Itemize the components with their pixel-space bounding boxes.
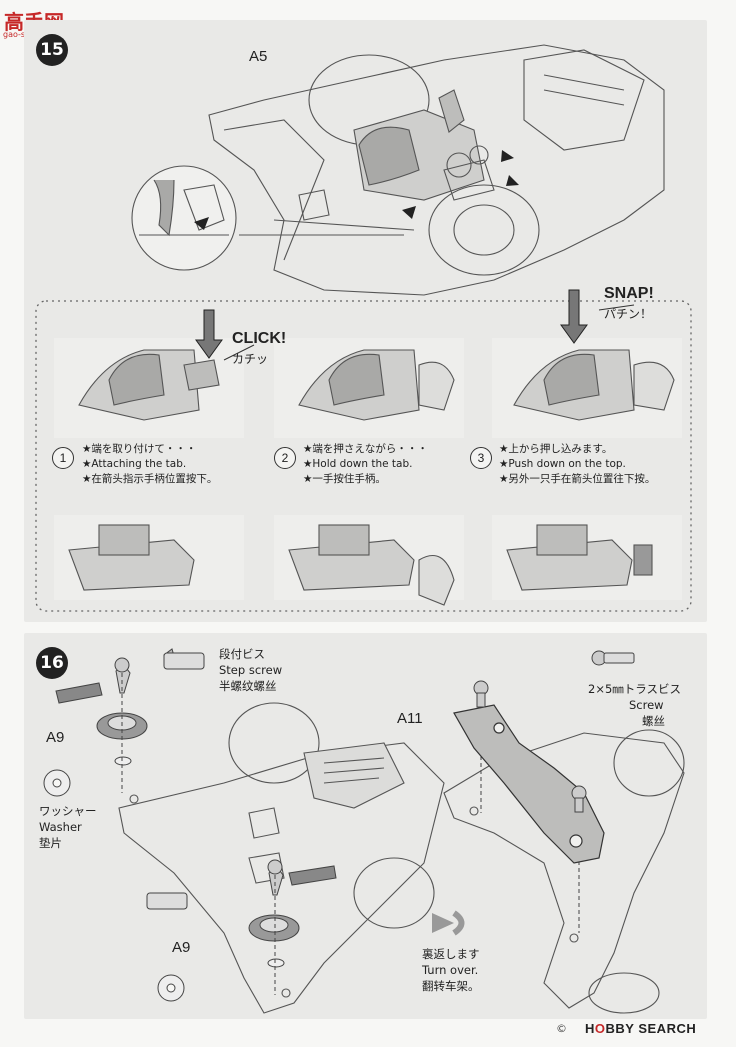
screw-and-a9-parts <box>43 648 337 1002</box>
step-16-badge: 16 <box>36 647 68 679</box>
hobby-search-post: BBY SEARCH <box>605 1021 697 1036</box>
chassis-left-illustration <box>118 702 445 1014</box>
click-label: CLICK! <box>232 330 287 347</box>
click-label-jp: カチッ <box>232 352 269 366</box>
step-16-drawing <box>43 648 685 1014</box>
substep-3-zh: ★另外一只手在箭头位置往下按。 <box>499 473 656 485</box>
step-screw-en: Step screw <box>219 663 283 677</box>
hobby-search-pre: H <box>585 1021 595 1036</box>
substep-2-number: 2 <box>274 447 296 469</box>
step-screw-zh: 半螺纹螺丝 <box>219 679 277 693</box>
substep-1-jp: ★端を取り付けて・・・ <box>82 443 197 455</box>
turn-over-zh: 翻转车架。 <box>422 979 480 993</box>
washer-zh: 垫片 <box>39 836 62 850</box>
substep-1-zh: ★在箭头指示手柄位置按下。 <box>82 473 218 485</box>
part-label-a11: A11 <box>397 710 423 727</box>
turn-over-jp: 裏返します <box>422 947 480 961</box>
copyright-mark: © <box>556 1022 567 1035</box>
part-label-a5: A5 <box>249 48 268 65</box>
snap-label: SNAP! <box>604 285 654 302</box>
turn-over-en: Turn over. <box>422 963 479 977</box>
step-15-panel: 15 A5 CLICK! カチッ SNAP! パチン！ 1 ★端を取り付けて・・… <box>24 20 707 622</box>
hobby-search-logo: HOBBY SEARCH <box>585 1021 696 1036</box>
part-label-a9-top: A9 <box>46 729 65 746</box>
substep-illustrations-top <box>54 338 682 438</box>
snap-label-jp: パチン！ <box>604 307 653 321</box>
turn-over-arrow <box>432 910 465 936</box>
truss-screw-en: Screw <box>629 698 664 712</box>
substep-1-en: ★Attaching the tab. <box>82 458 187 470</box>
washer-jp: ワッシャー <box>39 804 97 818</box>
part-a11-shape <box>453 704 605 864</box>
chassis-illustration <box>208 44 665 296</box>
part-label-a9-bottom: A9 <box>172 939 191 956</box>
chassis-right-illustration <box>443 729 685 1014</box>
substep-2-en: ★Hold down the tab. <box>303 458 413 470</box>
step-16-panel: 16 段付ビス Step screw 半螺纹螺丝 A9 ワッシャー Washer… <box>24 633 707 1019</box>
sub-steps-frame <box>35 300 692 612</box>
washer-en: Washer <box>39 820 82 834</box>
step-screw-jp: 段付ビス <box>219 647 265 661</box>
step-15-badge: 15 <box>36 34 68 66</box>
truss-screw-jp: 2×5㎜トラスビス <box>588 682 682 696</box>
substep-1-number: 1 <box>52 447 74 469</box>
hobby-search-o: O <box>594 1021 606 1036</box>
step-15-drawing <box>35 44 692 612</box>
truss-screws <box>473 650 635 813</box>
guide-lines <box>121 673 580 995</box>
substep-3-en: ★Push down on the top. <box>499 458 626 470</box>
substep-2-zh: ★一手按住手柄。 <box>303 473 386 485</box>
substep-3-jp: ★上から押し込みます。 <box>499 443 613 455</box>
direction-arrows <box>194 150 519 230</box>
zoom-inset <box>131 165 237 271</box>
substep-3-number: 3 <box>470 447 492 469</box>
substep-2-jp: ★端を押さえながら・・・ <box>303 443 428 455</box>
truss-screw-zh: 螺丝 <box>642 714 665 728</box>
press-arrows <box>195 289 635 361</box>
substep-illustrations-bottom <box>54 515 682 606</box>
